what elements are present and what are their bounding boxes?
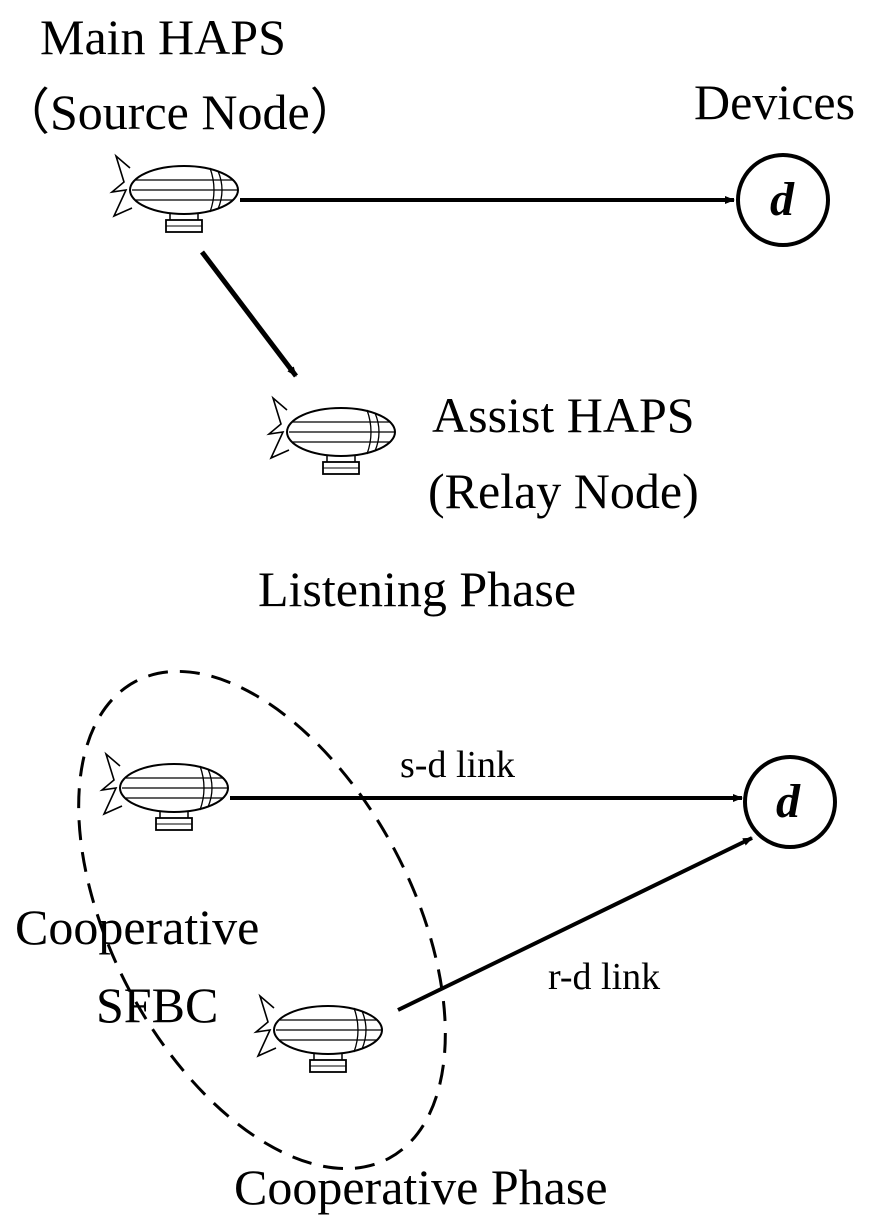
device-letter: d bbox=[770, 173, 794, 226]
cooperation-region-ellipse bbox=[77, 669, 447, 1171]
device-letter-2: d bbox=[776, 775, 800, 828]
main-haps-label: Main HAPS bbox=[40, 9, 286, 65]
assist-haps-airship bbox=[268, 397, 396, 475]
listening-phase-label: Listening Phase bbox=[258, 561, 577, 617]
source-haps-airship bbox=[101, 753, 229, 831]
sfbc-label: SFBC bbox=[96, 977, 219, 1033]
rd-link-arrow bbox=[397, 836, 753, 1012]
cooperative-phase-label: Cooperative Phase bbox=[234, 1159, 608, 1215]
device-node-circle-2 bbox=[743, 755, 837, 849]
relay-node-label: (Relay Node) bbox=[428, 463, 699, 519]
source-to-relay-arrow bbox=[200, 250, 298, 378]
device-node-circle bbox=[736, 153, 830, 247]
sd-link-label: s-d link bbox=[400, 744, 516, 786]
relay-haps-airship bbox=[255, 995, 383, 1073]
source-node-label: （Source Node） bbox=[0, 84, 360, 140]
assist-haps-label: Assist HAPS bbox=[432, 387, 695, 443]
main-haps-airship bbox=[111, 155, 239, 233]
cooperative-sfbc-label: Cooperative bbox=[15, 899, 260, 955]
devices-label: Devices bbox=[694, 74, 856, 130]
rd-link-label: r-d link bbox=[548, 956, 661, 998]
